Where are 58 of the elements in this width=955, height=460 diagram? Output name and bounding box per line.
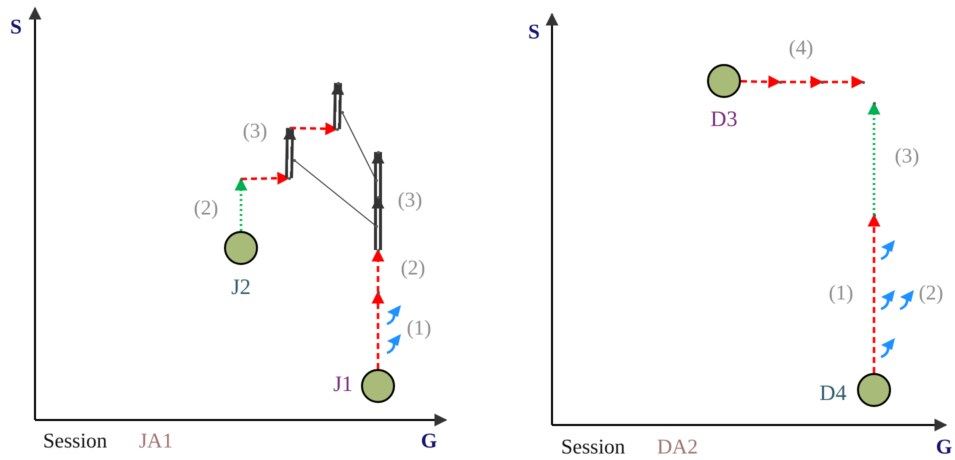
state-circle (224, 231, 258, 265)
node-label: J2 (231, 276, 251, 298)
trajectory-arrow (780, 76, 824, 88)
step-number: (3) (242, 120, 268, 142)
trajectory-arrow (372, 150, 384, 197)
step-number: (2) (918, 282, 944, 304)
waypoint-dot (336, 128, 338, 130)
axis-label: S (10, 16, 22, 38)
axis-label: G (936, 436, 952, 458)
trajectory-arrow (372, 248, 384, 292)
waypoint-dot (374, 224, 378, 228)
waypoint-dot (820, 80, 824, 84)
waypoint-dot (862, 80, 864, 84)
waypoint-dot (340, 110, 344, 114)
step-number: (2) (400, 258, 426, 278)
trajectory-arrow (868, 214, 880, 373)
state-circle (857, 373, 891, 407)
session-label: Session (561, 436, 626, 458)
trajectory-arrow (372, 290, 384, 369)
node-label: D3 (710, 108, 738, 130)
trajectory-arrow (283, 126, 296, 178)
node-label: J1 (333, 373, 353, 395)
connector-line (294, 160, 376, 226)
node-label: D4 (820, 382, 846, 404)
session-id: DA2 (657, 436, 698, 458)
state-circle (361, 369, 395, 403)
session-label: Session (43, 430, 108, 452)
trajectory-arrow (290, 122, 338, 136)
waypoint-dot (336, 82, 340, 84)
step-number: (1) (828, 282, 854, 304)
state-circle (707, 64, 741, 98)
trajectory-arrow (240, 172, 290, 185)
waypoint-dot (376, 150, 380, 154)
trajectory-arrow (331, 82, 344, 130)
trajectory-arrow (822, 76, 864, 88)
trajectory-arrow (372, 196, 384, 250)
waypoint-dot (240, 178, 242, 180)
waypoint-dot (374, 178, 378, 182)
trajectory-arrow (234, 178, 248, 231)
waypoint-dot (292, 158, 296, 162)
step-number: (2) (194, 198, 218, 218)
step-number: (3) (894, 146, 920, 166)
step-number: (4) (788, 38, 814, 58)
waypoint-dot (376, 248, 380, 252)
trajectory-arrow (868, 102, 880, 215)
axis-label: S (528, 22, 540, 42)
waypoint-dot (778, 80, 782, 84)
axis-label: G (420, 430, 438, 452)
trajectory-arrow (740, 75, 782, 88)
session-id: JA1 (139, 430, 173, 452)
step-number: (1) (406, 318, 432, 338)
waypoint-dot (872, 214, 876, 216)
waypoint-dot (376, 196, 380, 198)
step-number: (3) (398, 190, 422, 210)
waypoint-dot (872, 102, 876, 104)
waypoint-dot (288, 176, 290, 180)
waypoint-dot (288, 126, 292, 130)
waypoint-dot (376, 290, 380, 294)
